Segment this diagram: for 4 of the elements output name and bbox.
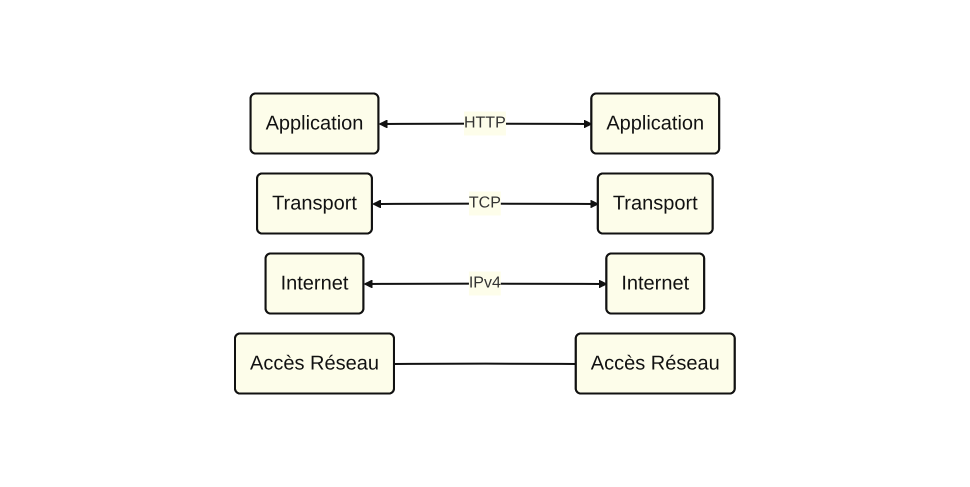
edge-label: IPv4	[468, 274, 502, 292]
connector	[394, 362, 576, 365]
edge-label: HTTP	[464, 114, 506, 132]
edge-label: TCP	[469, 194, 501, 212]
